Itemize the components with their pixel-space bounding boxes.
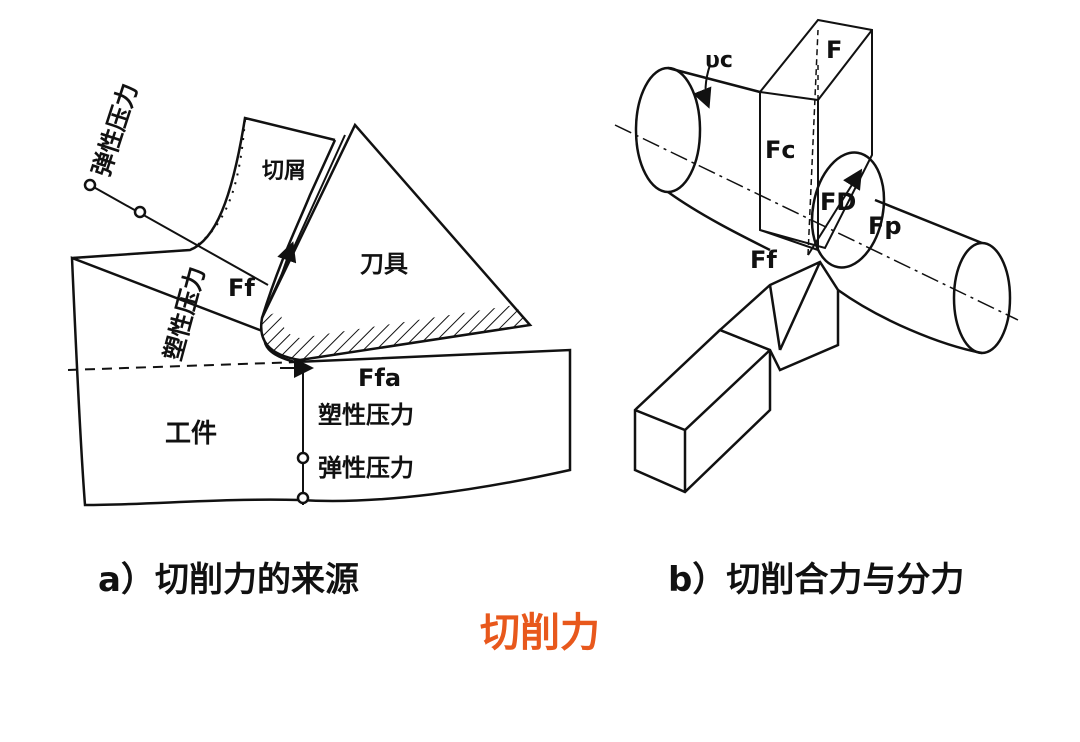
tool-shank xyxy=(633,328,772,494)
diagram-b-labels: υc F Fc FD Fp Ff xyxy=(705,36,902,274)
label-tool: 刀具 xyxy=(360,250,408,278)
pressure-point-2 xyxy=(296,491,310,505)
cylinder-left-end xyxy=(634,66,702,194)
label-vc: υc xyxy=(705,48,733,73)
caption-b: b）切削合力与分力 xyxy=(668,560,965,600)
caption-a: a）切削力的来源 xyxy=(98,560,359,600)
elastic-point-2 xyxy=(133,205,147,219)
label-ff-a: Ff xyxy=(228,274,255,302)
label-plastic-left: 塑性压力 xyxy=(159,264,211,364)
tool-head xyxy=(717,260,840,372)
label-ff-b: Ff xyxy=(750,246,777,274)
label-ffa: Ffa xyxy=(358,364,401,392)
diagram-a xyxy=(67,116,572,507)
f-arrow xyxy=(807,29,819,256)
label-f: F xyxy=(826,36,842,64)
tool-hatch xyxy=(261,305,530,360)
label-fc: Fc xyxy=(765,136,796,164)
cylinder-left-body xyxy=(667,66,771,252)
label-fd: FD xyxy=(820,188,856,216)
ff-arrow xyxy=(277,241,297,286)
elastic-point-1 xyxy=(83,178,97,192)
label-fp: Fp xyxy=(868,212,902,240)
main-title: 切削力 xyxy=(480,610,600,656)
fd-arrow xyxy=(807,168,863,256)
cylinder-right-body xyxy=(837,198,983,355)
diagram-b xyxy=(614,18,1019,494)
chip-inner-edge xyxy=(260,139,337,319)
label-chip: 切屑 xyxy=(262,159,306,184)
label-plastic-bottom: 塑性压力 xyxy=(318,401,414,429)
workpiece-outline xyxy=(70,116,572,507)
cylinder-shoulder xyxy=(810,151,886,269)
cut-surface-line xyxy=(67,361,301,371)
vc-arrow xyxy=(692,64,712,109)
ff-force-line xyxy=(89,184,269,286)
pressure-point-1 xyxy=(296,451,310,465)
label-elastic-bottom: 弹性压力 xyxy=(318,454,414,482)
cylinder-right-end xyxy=(952,241,1012,355)
label-workpiece: 工件 xyxy=(165,419,217,449)
label-elastic-top: 弹性压力 xyxy=(87,80,143,180)
axis-line xyxy=(614,124,1019,321)
